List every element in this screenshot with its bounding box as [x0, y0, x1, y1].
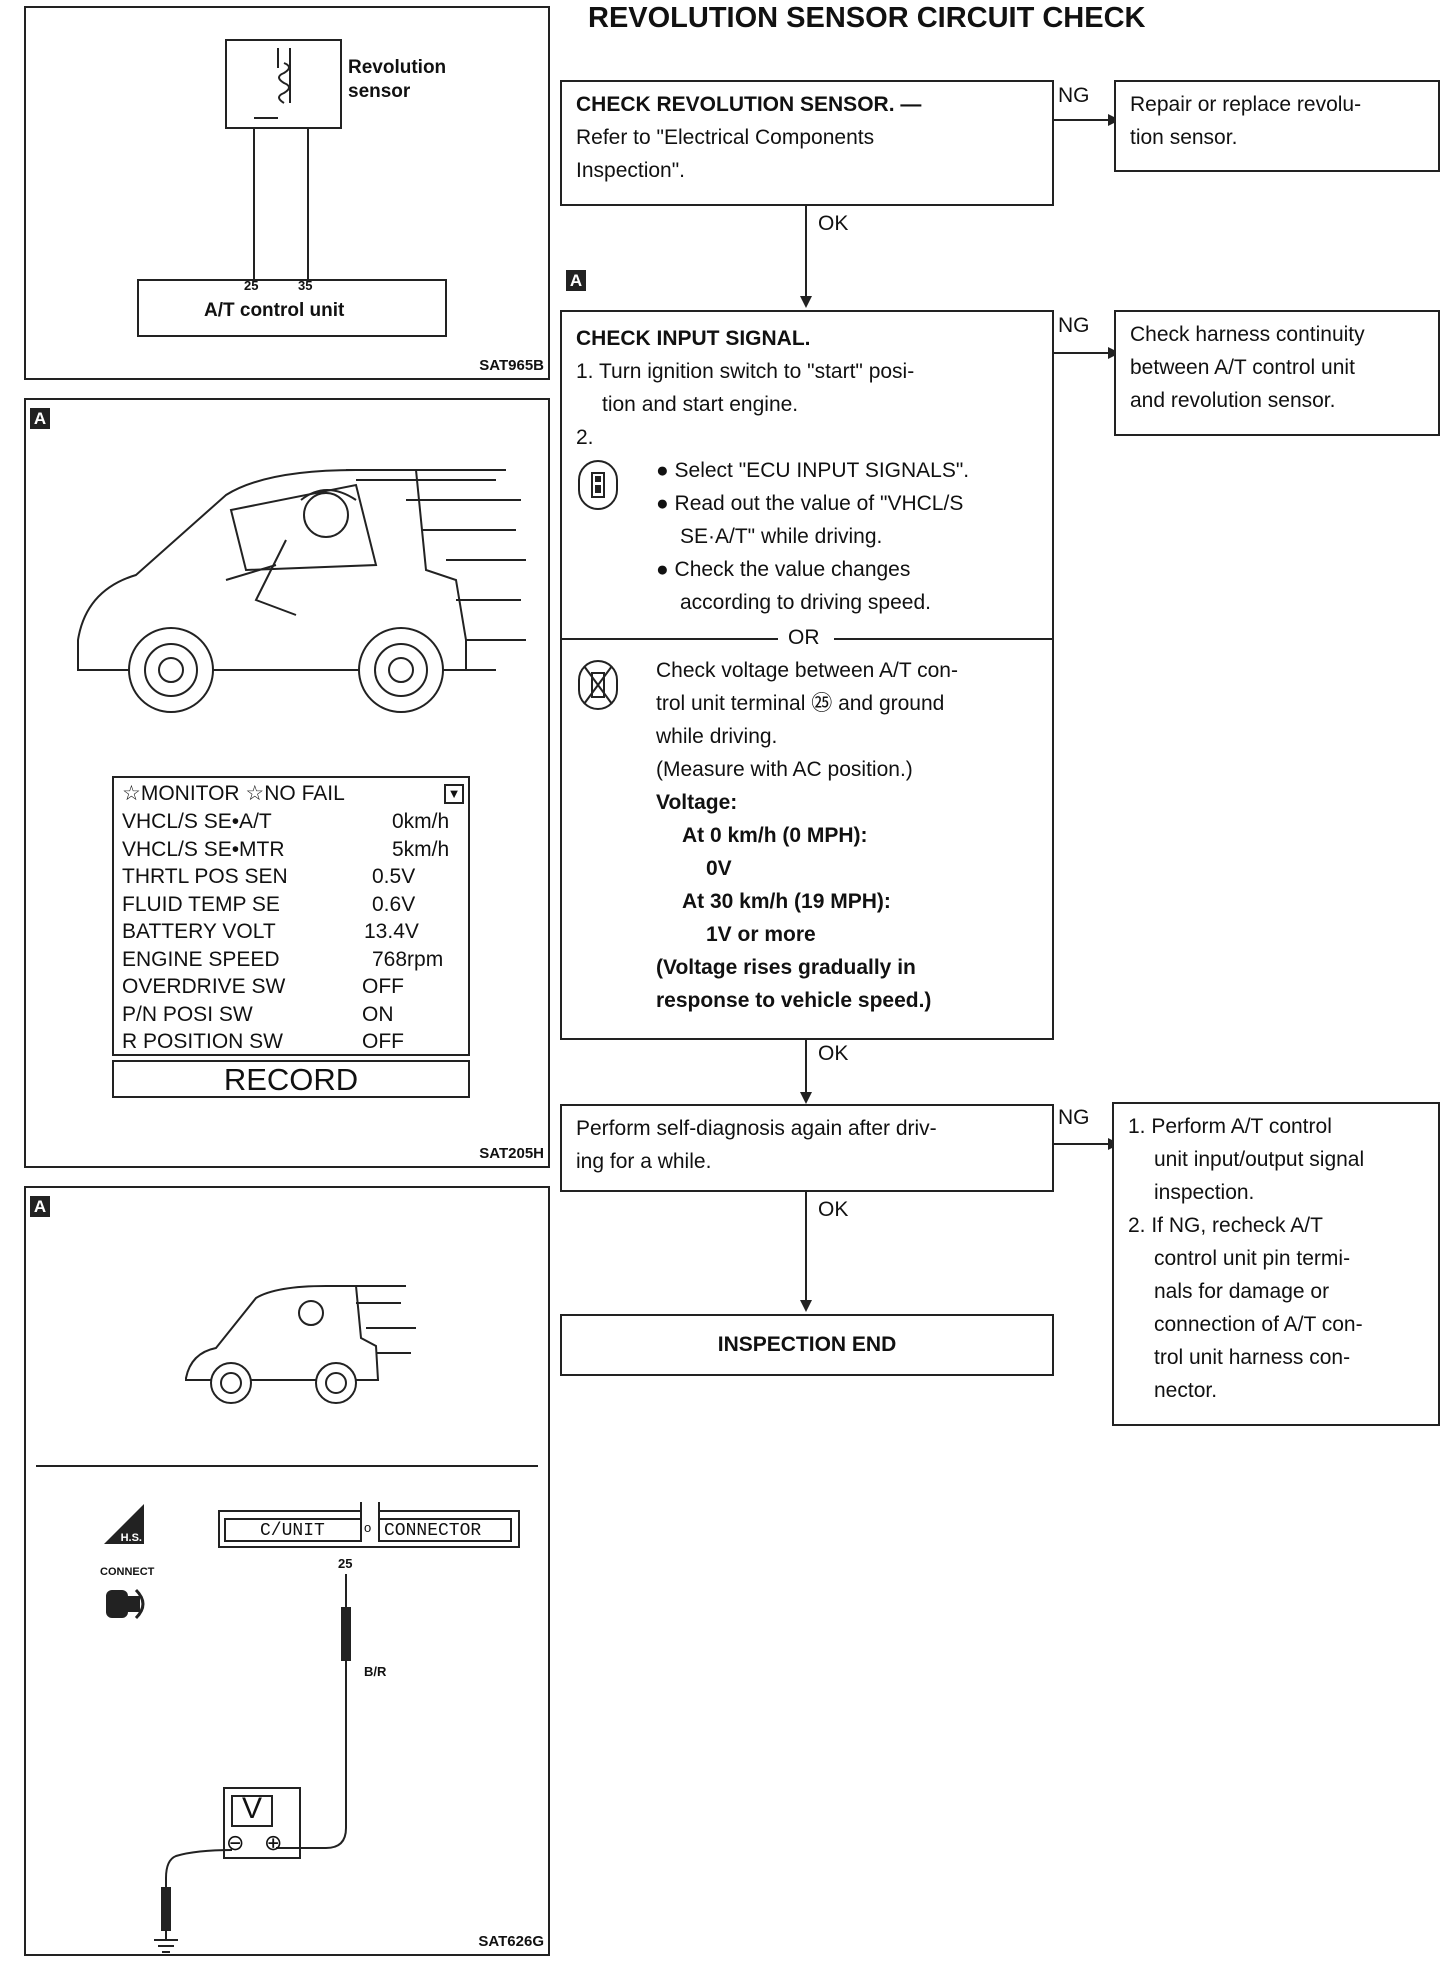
pin-25-label: 25: [338, 1556, 353, 1571]
monitor-row-name: VHCL/S SE•MTR: [122, 837, 285, 861]
figure-revolution-sensor-wiring: Revolution sensor 25 35 A/T control unit…: [24, 6, 550, 380]
scroll-down-icon[interactable]: ▼: [444, 784, 464, 804]
monitor-row-name: THRTL POS SEN: [122, 865, 288, 888]
step-a-badge: A: [566, 270, 586, 291]
ok-label: OK: [818, 212, 849, 235]
inspection-end-box: INSPECTION END: [560, 1314, 1054, 1376]
monitor-row-value: OFF: [362, 1030, 404, 1053]
ng-arrow-line: [1054, 119, 1114, 121]
monitor-row-name: R POSITION SW: [122, 1030, 284, 1053]
plus-terminal-icon: ⊕: [264, 1830, 283, 1855]
monitor-row-name: BATTERY VOLT: [122, 920, 276, 943]
ng-arrow-line: [1054, 352, 1114, 354]
ng-label: NG: [1058, 1106, 1090, 1129]
pin-25-label: 25: [244, 278, 259, 293]
monitor-row-value: ON: [362, 1002, 394, 1026]
consult-icon: [578, 460, 618, 510]
ok-arrow-head: [800, 1300, 812, 1312]
ok-arrow-line: [805, 1192, 807, 1306]
driver-car-illustration: [77, 469, 526, 713]
ok-arrow-line: [805, 206, 807, 302]
ng-label: NG: [1058, 314, 1090, 337]
bullet-2: ● Read out the value of "VHCL/S: [656, 492, 964, 515]
monitor-row-name: OVERDRIVE SW: [122, 975, 286, 998]
monitor-row-value: 0km/h: [392, 810, 450, 833]
monitor-row-name: VHCL/S SE•A/T: [122, 810, 272, 833]
ok-arrow-head: [800, 296, 812, 308]
monitor-row-value: OFF: [362, 975, 404, 998]
no-consult-icon: [578, 660, 618, 710]
step1-ng-box: Repair or replace revolu- tion sensor.: [1114, 80, 1440, 172]
bullet-3: ● Check the value changes: [656, 558, 911, 581]
monitor-row-name: P/N POSI SW: [122, 1002, 253, 1026]
voltmeter-label: V: [242, 1792, 263, 1825]
figure-code: SAT626G: [478, 1933, 544, 1950]
step3-box: Perform self-diagnosis again after driv-…: [560, 1104, 1054, 1192]
minus-terminal-icon: ⊖: [226, 1830, 245, 1855]
ng-arrow-line: [1054, 1143, 1114, 1145]
probe-wiring: [154, 1574, 351, 1953]
connect-icon: [106, 1584, 150, 1624]
sensor-label: Revolution sensor: [348, 57, 447, 102]
monitor-row-value: 13.4V: [364, 920, 419, 943]
cunit-label: C/UNIT: [260, 1521, 325, 1541]
step2-box: CHECK INPUT SIGNAL. 1. Turn ignition swi…: [560, 310, 1054, 1040]
figure-consult-monitor: A ☆MONITOR ☆NO FAIL ▼ V: [24, 398, 550, 1168]
step-a-badge: A: [30, 1196, 50, 1217]
pin-35-label: 35: [298, 278, 313, 293]
ng-label: NG: [1058, 84, 1090, 107]
step-a-badge: A: [30, 408, 50, 429]
connect-label: CONNECT: [100, 1566, 155, 1578]
terminal-25-icon: ㉕: [811, 692, 833, 715]
step1-box: CHECK REVOLUTION SENSOR. — Refer to "Ele…: [560, 80, 1054, 206]
or-divider-right: [834, 638, 1052, 640]
page-title: REVOLUTION SENSOR CIRCUIT CHECK: [588, 2, 1146, 34]
monitor-row-value: 768rpm: [372, 947, 444, 971]
bullet-1: ● Select "ECU INPUT SIGNALS".: [656, 459, 970, 482]
ok-arrow-line: [805, 1040, 807, 1098]
or-divider-left: [562, 638, 778, 640]
monitor-header: ☆MONITOR ☆NO FAIL: [122, 782, 345, 805]
ok-label: OK: [818, 1042, 849, 1065]
wiring-diagram: [137, 39, 447, 337]
hs-icon: H.S.: [104, 1504, 144, 1544]
step2-title: CHECK INPUT SIGNAL.: [576, 327, 811, 350]
step3-ng-box: 1. Perform A/T control unit input/output…: [1112, 1102, 1440, 1426]
figure-code: SAT205H: [479, 1145, 544, 1162]
connector-block: C/UNIT o CONNECTOR: [218, 1502, 520, 1548]
monitor-row-name: FLUID TEMP SE: [122, 892, 280, 916]
or-label: OR: [788, 626, 820, 649]
connector-label: CONNECTOR: [384, 1521, 482, 1541]
ok-arrow-head: [800, 1092, 812, 1104]
figure-voltage-check: A H.S. CONNECT C/UNIT o CONNECTOR 25 B/R: [24, 1186, 550, 1956]
figure-code: SAT965B: [479, 357, 544, 374]
monitor-row-name: ENGINE SPEED: [122, 947, 280, 971]
wire-color-label: B/R: [364, 1664, 387, 1679]
monitor-row-value: 0.6V: [372, 892, 416, 916]
small-car-illustration: [36, 1285, 538, 1467]
step2-ng-box: Check harness continuity between A/T con…: [1114, 310, 1440, 436]
monitor-row-value: 0.5V: [372, 865, 416, 888]
ok-label: OK: [818, 1198, 849, 1221]
record-button[interactable]: RECORD: [112, 1060, 470, 1098]
control-unit-label: A/T control unit: [204, 300, 345, 321]
monitor-row-value: 5km/h: [392, 837, 450, 861]
